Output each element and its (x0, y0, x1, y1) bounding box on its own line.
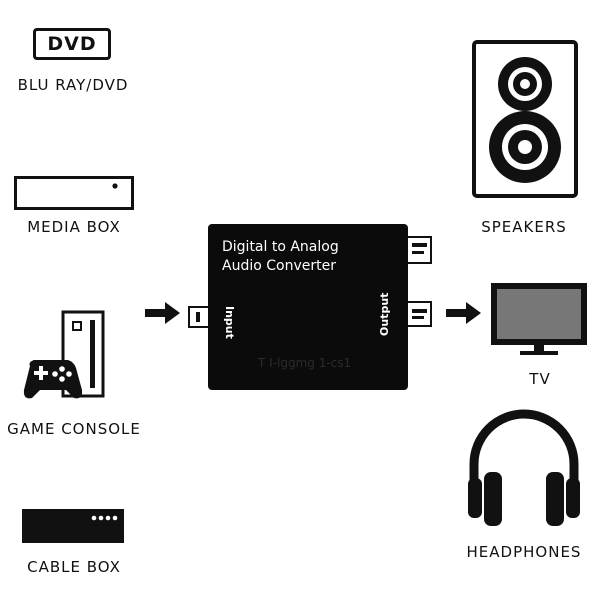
converter-title-line1: Digital to Analog (222, 239, 339, 255)
headphones-icon (468, 409, 580, 526)
speaker-icon (472, 40, 578, 198)
output-label-headphones: HEADPHONES (466, 543, 582, 561)
rca-output-port-bottom-icon (406, 301, 432, 327)
cable-box-icon (22, 509, 124, 543)
rca-output-port-top-icon (406, 236, 432, 264)
game-console-icon (23, 310, 105, 399)
output-label-tv: TV (529, 370, 551, 388)
source-label-game-console: GAME CONSOLE (7, 420, 141, 438)
source-label-bluray-dvd: BLU RAY/DVD (17, 76, 129, 94)
dvd-logo-icon: DVD (33, 28, 111, 60)
source-label-media-box: MEDIA BOX (27, 218, 121, 236)
optical-input-port-icon (188, 306, 210, 328)
output-label-speakers: SPEAKERS (481, 218, 567, 236)
dvd-badge-text: DVD (47, 33, 97, 55)
converter-title-line2: Audio Converter (222, 258, 336, 274)
media-box-icon (14, 176, 134, 210)
source-label-cable-box: CABLE BOX (27, 558, 121, 576)
input-arrow-icon (145, 302, 180, 324)
converter-faint-text: T I-lggmg 1-cs1 (258, 356, 352, 370)
input-port-label: Input (223, 306, 236, 339)
audio-converter-device: Digital to Analog Audio Converter Input … (208, 224, 408, 390)
output-arrow-icon (446, 302, 481, 324)
output-port-label: Output (378, 292, 391, 336)
tv-icon (491, 283, 587, 355)
